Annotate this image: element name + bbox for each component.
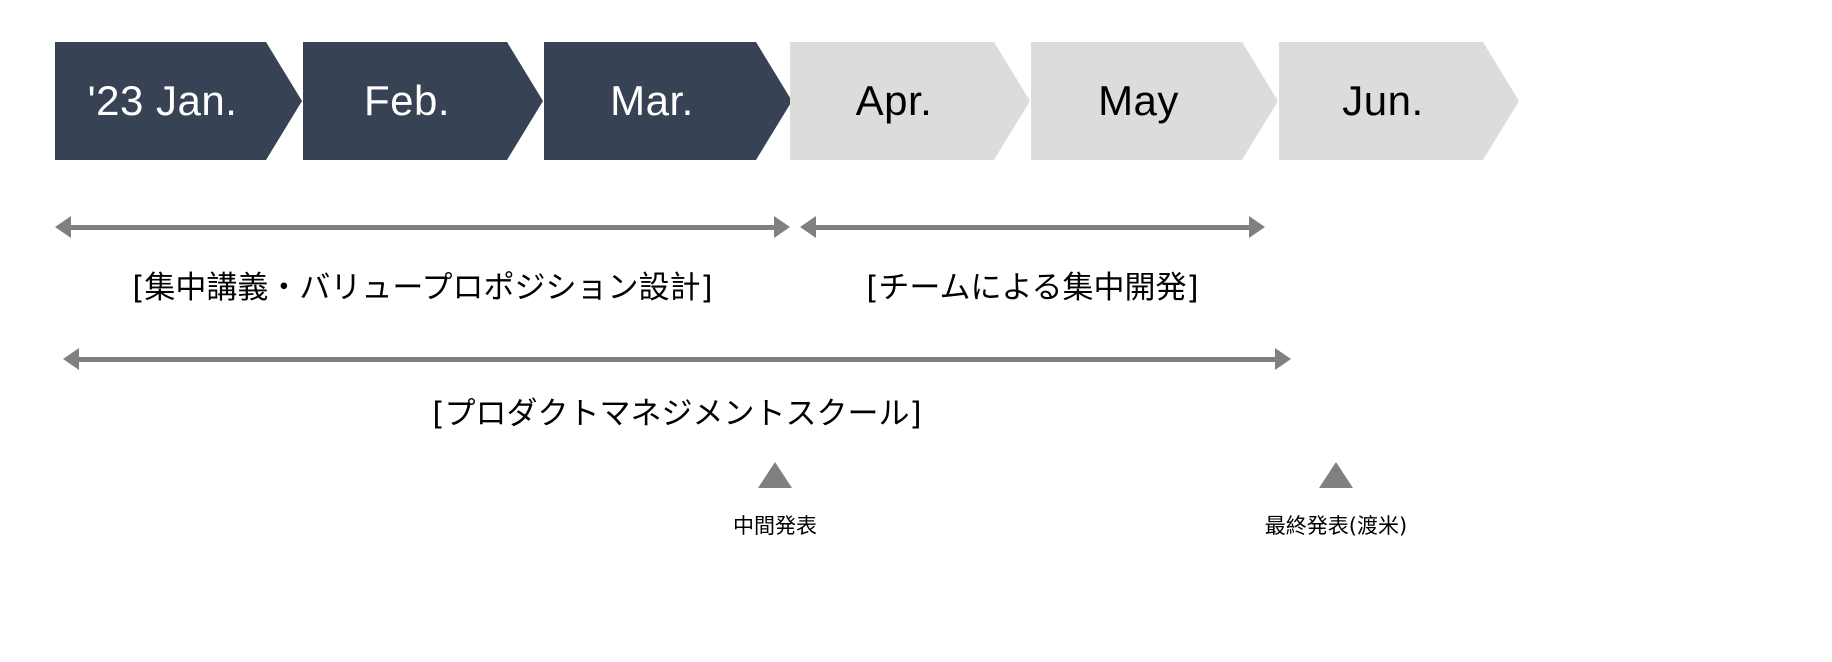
arrow-shaft <box>74 356 1280 362</box>
milestone-midterm-presentation[interactable]: 中間発表 <box>635 462 915 540</box>
month-chevron-label: Jun. <box>1342 77 1424 124</box>
month-chevron-label: May <box>1098 77 1179 124</box>
arrow-shaft <box>66 224 779 230</box>
arrow-head-left-icon <box>63 348 79 370</box>
phase-label-development: [チームによる集中開発] <box>866 270 1199 306</box>
month-chevron-mar[interactable]: Mar. <box>544 42 792 160</box>
month-chevron-jun[interactable]: Jun. <box>1279 42 1519 160</box>
phase-span-arrow-lecture <box>55 216 790 238</box>
arrow-head-right-icon <box>1249 216 1265 238</box>
phase-span-arrow-development <box>800 216 1265 238</box>
month-chevron-feb[interactable]: Feb. <box>303 42 543 160</box>
phase-label-school: [プロダクトマネジメントスクール] <box>432 396 922 432</box>
arrow-head-left-icon <box>55 216 71 238</box>
arrow-head-right-icon <box>1275 348 1291 370</box>
month-chevron-jan[interactable]: '23 Jan. <box>55 42 302 160</box>
month-chevron-may[interactable]: May <box>1031 42 1278 160</box>
milestone-label: 中間発表 <box>733 514 817 538</box>
month-chevron-label: '23 Jan. <box>87 77 238 124</box>
month-chevron-apr[interactable]: Apr. <box>790 42 1030 160</box>
milestone-label: 最終発表(渡米) <box>1264 514 1408 538</box>
arrow-head-left-icon <box>800 216 816 238</box>
triangle-marker-icon <box>758 462 792 488</box>
month-chevron-label: Apr. <box>855 77 933 124</box>
phase-span-arrow-school <box>63 348 1291 370</box>
milestone-final-presentation[interactable]: 最終発表(渡米) <box>1196 462 1476 540</box>
phase-label-lecture: [集中講義・バリュープロポジション設計] <box>132 270 713 306</box>
triangle-marker-icon <box>1319 462 1353 488</box>
month-chevron-label: Feb. <box>363 77 451 124</box>
arrow-shaft <box>811 224 1254 230</box>
arrow-head-right-icon <box>774 216 790 238</box>
month-chevron-label: Mar. <box>610 77 694 124</box>
